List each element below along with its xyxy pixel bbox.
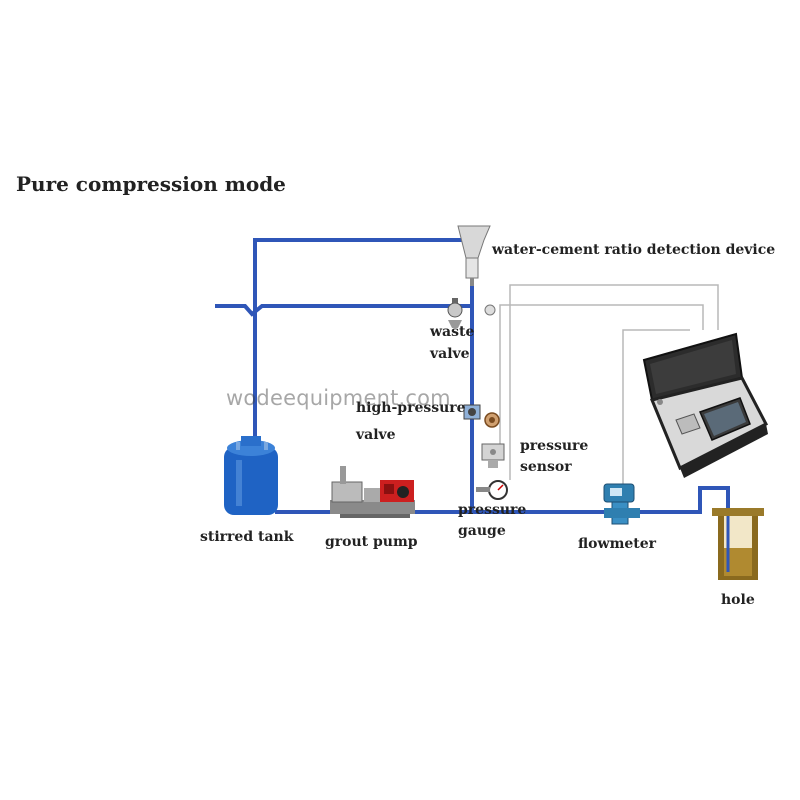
pressure-sensor-icon xyxy=(481,443,505,468)
flowmeter-label: flowmeter xyxy=(578,536,657,552)
diagram-title: Pure compression mode xyxy=(16,172,286,196)
wire-sensor-to-device xyxy=(499,304,704,445)
wire-flowmeter-to-device xyxy=(622,329,690,485)
ratio-sensor-icon xyxy=(457,225,491,286)
pipe-waste-line xyxy=(215,304,470,317)
pressure-gauge-label-line1: pressure xyxy=(458,502,527,518)
waste-valve-label-line2: valve xyxy=(430,346,470,362)
grout-pump-icon xyxy=(330,466,415,518)
pressure-gauge-label-line2: gauge xyxy=(458,523,506,539)
pressure-sensor-label-line2: sensor xyxy=(520,459,572,475)
stirred-tank-icon xyxy=(224,436,278,515)
grout-pump-label: grout pump xyxy=(325,534,418,550)
detection-device-icon xyxy=(642,332,769,478)
watermark: wodeequipment.com xyxy=(226,386,451,410)
high-pressure-valve-icon xyxy=(463,404,500,428)
hp-valve-label-line2: valve xyxy=(356,427,396,443)
flowmeter-icon xyxy=(603,483,640,525)
stirred-tank-label: stirred tank xyxy=(200,529,294,545)
hole-icon xyxy=(712,508,764,580)
pipe-return-top xyxy=(253,238,465,440)
wire-gauge-to-device xyxy=(509,284,719,480)
signal-wires xyxy=(499,284,719,485)
hole-label: hole xyxy=(721,592,755,608)
waste-valve-icon xyxy=(447,298,496,328)
pressure-gauge-icon xyxy=(476,480,508,500)
waste-valve-label-line1: waste xyxy=(430,324,475,340)
pressure-sensor-label-line1: pressure xyxy=(520,438,589,454)
detector-label: water-cement ratio detection device xyxy=(492,242,776,258)
hp-valve-label-line1: high-pressure xyxy=(356,400,466,416)
